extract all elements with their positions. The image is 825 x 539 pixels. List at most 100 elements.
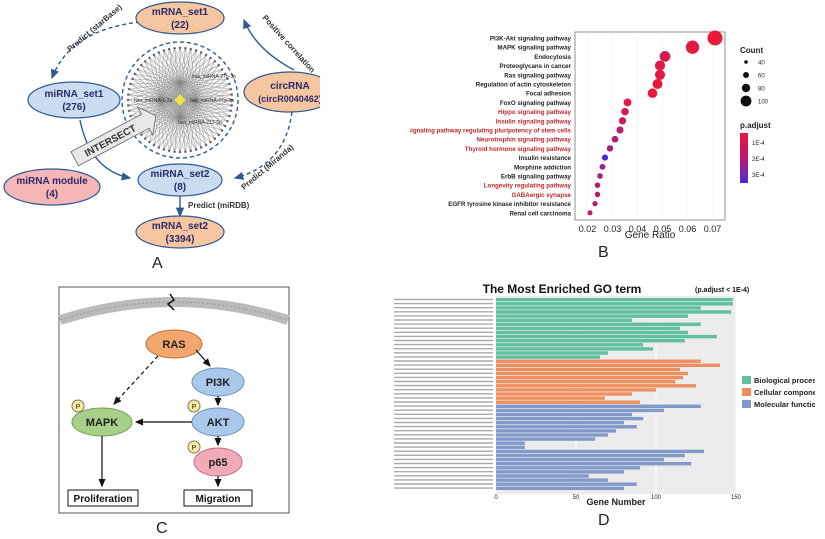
d-bar — [496, 478, 608, 482]
b-category-label: MAPK signaling pathway — [497, 45, 571, 52]
b-dot — [599, 163, 606, 170]
edge-mirna1-to-mirna2 — [79, 119, 132, 181]
b-category-label: Hippo signaling pathway — [498, 109, 571, 116]
b-category-label: Ras signaling pathway — [504, 72, 571, 79]
d-bar — [496, 474, 589, 478]
d-xtick: 150 — [731, 495, 742, 501]
panel-d-go-bar-chart: The Most Enriched GO term (p.adjust < 1E… — [394, 282, 815, 507]
b-count-legend-dot — [740, 95, 752, 107]
b-xtick: 0.04 — [629, 224, 647, 234]
d-bar — [496, 380, 676, 384]
d-bar — [496, 396, 605, 400]
b-count-legend-label: 60 — [758, 74, 765, 80]
d-bar — [496, 429, 616, 433]
b-dot — [654, 69, 666, 80]
panel-c-letter: C — [156, 520, 168, 537]
svg-text:p65: p65 — [209, 457, 228, 469]
b-legend-padj-title: p.adjust — [740, 121, 771, 130]
b-count-legend-label: 80 — [758, 87, 765, 93]
c-output-migration — [183, 489, 253, 507]
d-title: The Most Enriched GO term — [483, 282, 642, 296]
svg-text:mRNA_set1: mRNA_set1 — [152, 7, 209, 18]
node-mrna-set2: mRNA_set2 (3394) — [135, 215, 225, 249]
svg-text:(8): (8) — [174, 182, 186, 193]
node-mrna-set1: mRNA_set1 (22) — [135, 1, 225, 35]
d-bar — [496, 425, 637, 429]
b-dot — [647, 88, 658, 98]
d-bar — [496, 388, 656, 392]
c-node-ras — [145, 329, 203, 359]
svg-text:circRNA: circRNA — [270, 81, 309, 92]
node-mirna-module: miRNA module (4) — [3, 168, 101, 206]
b-dot — [616, 126, 624, 134]
label-predict-miranda: Predict (Miranda) — [240, 142, 296, 191]
b-xtick: 0.05 — [654, 224, 672, 234]
d-bar — [496, 392, 632, 396]
b-legend-count-title: Count — [740, 46, 763, 55]
svg-text:P: P — [76, 404, 81, 411]
b-dot — [606, 145, 614, 152]
b-category-label: EGFR tyrosine kinase inhibitor resistanc… — [448, 201, 571, 208]
svg-text:MAPK: MAPK — [86, 417, 118, 429]
svg-text:(3394): (3394) — [166, 234, 195, 245]
d-subtitle: (p.adjust < 1E-4) — [695, 287, 749, 294]
d-bar — [496, 351, 608, 355]
panel-d-letter: D — [598, 512, 610, 529]
panel-a-network-diagram: hsa_miRNA-27b-3p hsa_miRNA-27a-3p hsa_mi… — [3, 1, 320, 249]
b-dot — [685, 40, 700, 54]
node-circrna: circRNA (circR0040462) — [243, 71, 320, 113]
svg-text:RAS: RAS — [162, 339, 185, 351]
d-bar — [496, 339, 685, 343]
b-padj-colorbar — [740, 133, 748, 183]
b-category-label: Proteoglycans in cancer — [499, 63, 571, 70]
b-category-label: Insulin resistance — [519, 155, 572, 162]
d-bar — [496, 330, 688, 335]
b-xtick: 0.02 — [579, 224, 597, 234]
d-legend-swatch — [742, 400, 751, 408]
b-category-label: Focal adhesion — [526, 91, 571, 98]
d-bar — [496, 462, 692, 466]
b-dot — [654, 60, 666, 71]
svg-text:(22): (22) — [171, 20, 189, 31]
b-dot — [597, 173, 603, 179]
d-bar — [496, 371, 688, 376]
d-bar — [496, 412, 632, 417]
b-category-label: ErbB signaling pathway — [501, 174, 572, 181]
d-bar — [496, 322, 701, 326]
network-label-2: hsa_miRNA-27a-3p — [190, 98, 234, 104]
d-legend-label: Biological process — [754, 376, 815, 385]
d-bar — [496, 306, 701, 310]
b-category-label: Endocytosis — [534, 54, 571, 61]
b-category-label: GABAergic synapse — [512, 192, 572, 199]
d-xlabel: Gene Number — [586, 497, 646, 507]
b-xtick: 0.07 — [704, 224, 722, 234]
svg-text:Migration: Migration — [196, 494, 241, 505]
b-xlabel: Gene Ratio — [625, 230, 676, 241]
panel-c-pathway-diagram: RAS PI3K AKT MAPK p65 P P P Proliferatio… — [58, 286, 290, 514]
b-dot — [618, 117, 627, 125]
panel-b-letter: B — [598, 244, 609, 261]
b-category-label: Renal cell carcinoma — [509, 210, 571, 217]
b-padj-tick-1: 1E-4 — [752, 141, 765, 147]
panel-a-letter: A — [152, 255, 163, 272]
b-dot — [659, 51, 671, 62]
edge-predict-miranda — [233, 111, 293, 180]
d-legend-label: Cellular component — [754, 388, 815, 397]
c-phospho-badges: P P P — [71, 399, 201, 454]
d-bar — [496, 400, 640, 404]
d-bar — [496, 449, 704, 454]
d-bar — [496, 453, 685, 458]
b-padj-tick-2: 2E-4 — [752, 157, 765, 163]
d-bar — [496, 404, 701, 408]
d-bar — [496, 486, 624, 490]
b-dot — [594, 182, 601, 188]
svg-text:PI3K: PI3K — [206, 377, 231, 389]
d-legend-swatch — [742, 376, 751, 384]
b-category-label: Neurotrophin signaling pathway — [476, 137, 571, 144]
b-dot — [592, 200, 598, 207]
d-bar — [496, 347, 653, 351]
edge-positive-correlation — [243, 18, 295, 71]
d-legend-label: Molecular function — [754, 400, 815, 409]
svg-text:(276): (276) — [62, 102, 85, 113]
b-category-label: FoxO signaling pathway — [500, 100, 572, 107]
